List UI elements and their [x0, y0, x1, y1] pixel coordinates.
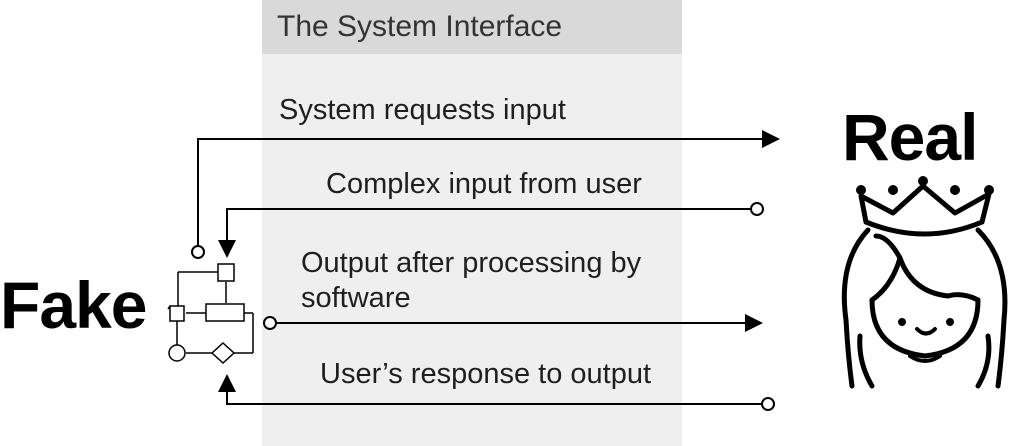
arrow-output-after-processing — [263, 314, 763, 332]
message-output-after-processing: Output after processing by software — [301, 247, 642, 314]
flowchart-icon — [167, 263, 254, 365]
message-users-response: User’s response to output — [320, 358, 652, 390]
message-system-requests-input: System requests input — [279, 94, 566, 126]
princess-icon — [841, 176, 1008, 389]
arrow-users-response — [218, 374, 775, 411]
message-complex-input-from-user: Complex input from user — [326, 168, 642, 200]
arrow-system-requests-input — [191, 130, 780, 259]
real-label: Real — [842, 100, 978, 174]
system-interface-band — [262, 54, 682, 446]
system-interface-title: The System Interface — [277, 10, 563, 43]
system-interface-header-band — [262, 0, 682, 54]
arrow-complex-input-from-user — [218, 202, 764, 258]
fake-label: Fake — [0, 268, 147, 342]
